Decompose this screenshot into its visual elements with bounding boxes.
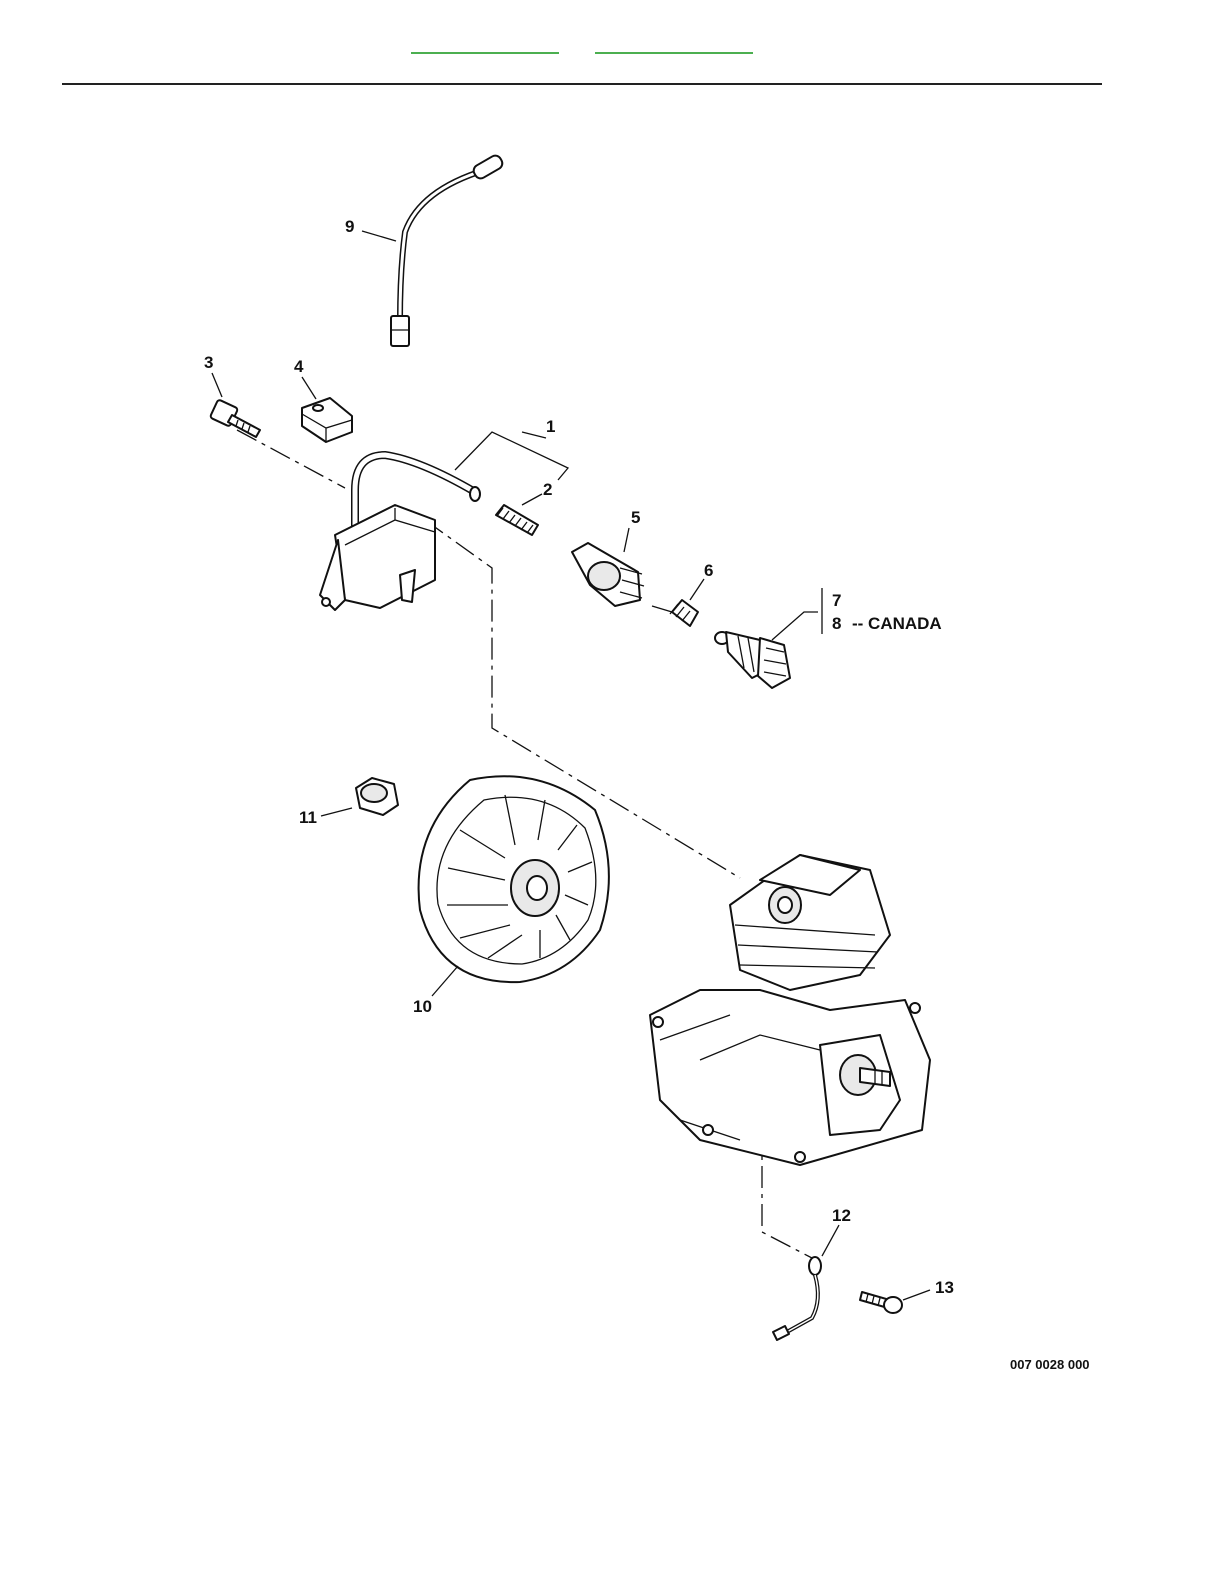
part-plug-cap (572, 543, 644, 606)
part-screw-3 (210, 399, 260, 437)
callout-2: 2 (543, 480, 552, 499)
callout-8-note: -- CANADA (852, 614, 942, 633)
callout-6: 6 (704, 561, 713, 580)
callout-9: 9 (345, 217, 354, 236)
callout-8: 8 (832, 614, 841, 633)
callout-3: 3 (204, 353, 213, 372)
part-flange-nut (356, 778, 398, 815)
part-spark-plug (715, 632, 790, 688)
callout-11: 11 (299, 808, 317, 827)
callout-5: 5 (631, 508, 640, 527)
part-engine-block (650, 855, 930, 1165)
part-ignition-coil (320, 455, 480, 610)
callout-12: 12 (832, 1206, 851, 1225)
callout-13: 13 (935, 1278, 954, 1297)
part-spring (496, 505, 538, 535)
part-spark-plug-lead (391, 153, 504, 346)
part-terminal-spring (652, 600, 698, 626)
callout-7: 7 (832, 591, 841, 610)
part-ground-wire (773, 1257, 821, 1340)
callout-1: 1 (546, 417, 555, 436)
part-grommet (302, 398, 352, 442)
callout-10: 10 (413, 997, 432, 1016)
callout-4: 4 (294, 357, 304, 376)
part-screw-13 (860, 1292, 902, 1313)
figure-id: 007 0028 000 (1010, 1357, 1090, 1372)
part-flywheel (419, 776, 609, 982)
